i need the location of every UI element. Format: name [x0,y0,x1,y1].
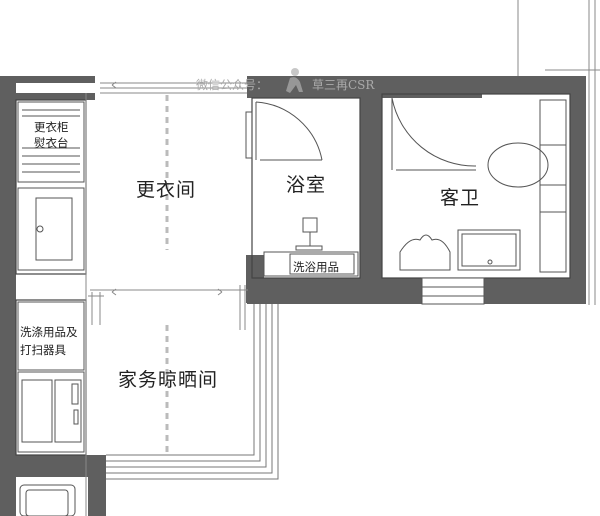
thin-partitions [85,81,248,516]
wardrobe-unit [17,101,85,271]
bathroom-fixtures [245,101,359,277]
balcony-rails [106,304,279,480]
laundry-unit [17,301,85,516]
entry-steps [421,277,485,305]
exterior-lines [100,0,600,305]
watermark-figure-icon [286,68,303,93]
guest-bath-fixtures [391,97,567,273]
walls [0,76,586,516]
